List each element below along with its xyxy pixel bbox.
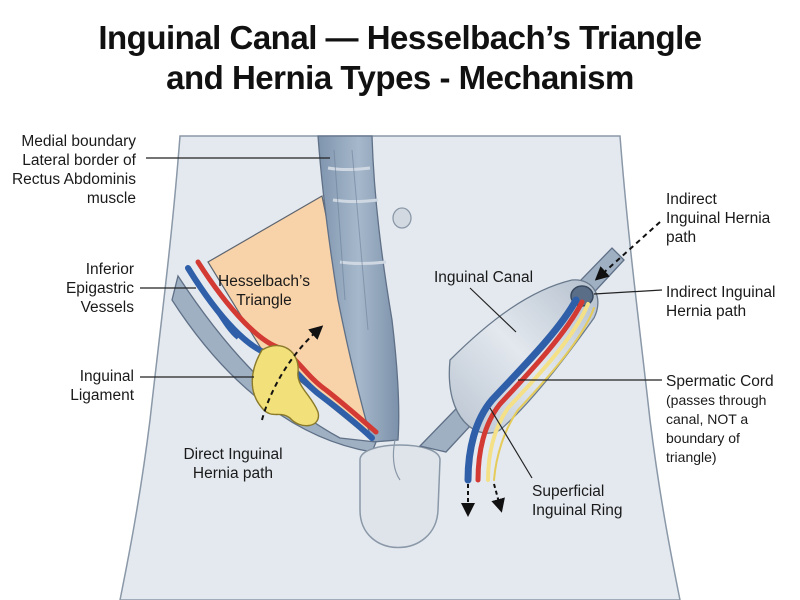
indirect-hernia-arrow-entry: [594, 221, 661, 281]
label-superficial-inguinal-ring: Superficial Inguinal Ring: [532, 483, 623, 519]
spermatic-cord-vein: [464, 296, 580, 484]
cord-exit-arrow-2: [491, 483, 505, 513]
label-spermatic-cord: Spermatic Cord (passes through canal, NO…: [666, 373, 774, 465]
umbilicus: [392, 207, 412, 229]
leader-superficial-ring: [489, 407, 533, 479]
scrotum: [359, 444, 441, 549]
spermatic-cord-vas: [486, 302, 590, 482]
leader-indirect-mid: [593, 289, 663, 295]
title-line-2: and Hernia Types - Mechanism: [166, 59, 634, 96]
label-indirect-hernia-mid: Indirect Inguinal Hernia path: [666, 284, 776, 320]
spermatic-cord-artery: [475, 299, 585, 483]
direct-hernia-sac: [251, 344, 320, 427]
leader-lines: [140, 157, 663, 479]
title-line-1: Inguinal Canal — Hesselbach’s Triangle: [98, 19, 702, 56]
label-hesselbach-triangle: Hesselbach’s Triangle: [218, 273, 310, 309]
label-indirect-hernia-top: Indirect Inguinal Hernia path: [666, 191, 771, 246]
label-inferior-epigastric-vessels: Inferior Epigastric Vessels: [65, 261, 134, 316]
label-inguinal-canal: Inguinal Canal: [434, 269, 534, 286]
label-inguinal-ligament: Inguinal Ligament: [70, 368, 134, 404]
label-direct-hernia-path: Direct Inguinal Hernia path: [183, 446, 283, 482]
direct-hernia-arrow: [261, 325, 324, 421]
label-medial-boundary: Medial boundary Lateral border of Rectus…: [11, 133, 136, 207]
leader-inguinal-canal: [469, 287, 517, 333]
diagram-title: Inguinal Canal — Hesselbach’s Triangle a…: [0, 18, 800, 98]
